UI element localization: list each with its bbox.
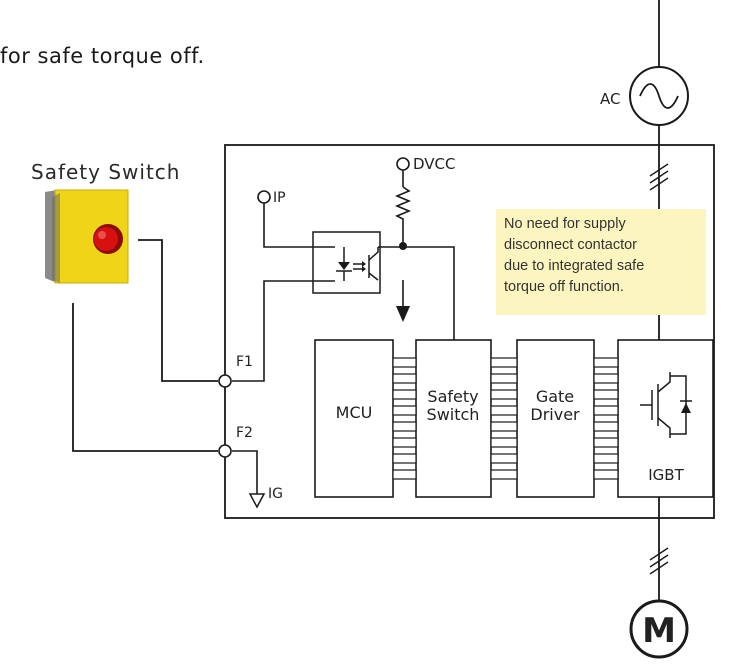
label-ac: AC	[600, 90, 620, 108]
bus-line	[490, 389, 518, 400]
bus-line	[392, 469, 417, 480]
optocoupler-icon	[312, 231, 381, 294]
ac-source-icon	[629, 66, 689, 126]
label-safety-switch-line2: Switch	[427, 405, 480, 424]
wire-ip	[263, 203, 335, 248]
ground-icon	[248, 493, 266, 509]
block-mcu	[314, 339, 394, 498]
block-gate-driver	[516, 339, 595, 498]
drive-enclosure	[224, 144, 715, 519]
note-line: torque off function.	[504, 279, 624, 295]
note-line: due to integrated safe	[504, 258, 645, 274]
bus-line	[490, 373, 518, 384]
igbt-icon	[640, 372, 692, 438]
bus-line	[392, 389, 417, 400]
terminal-ip	[257, 190, 271, 204]
junction-dot	[399, 242, 407, 250]
terminal-f1	[218, 374, 232, 388]
label-ip: IP	[273, 190, 286, 206]
terminal-f2	[218, 444, 232, 458]
bus-line	[490, 357, 518, 368]
label-gate-driver-line1: Gate	[536, 387, 574, 406]
bus-line	[392, 405, 417, 416]
bus-line	[392, 357, 417, 368]
wire-f2-to-ig	[232, 450, 258, 494]
label-igbt: IGBT	[648, 466, 684, 484]
bus-line	[593, 389, 619, 400]
bus-line	[490, 421, 518, 432]
wire-switch-to-f2	[72, 303, 218, 452]
bus-line	[593, 453, 619, 464]
note-line: No need for supply	[504, 216, 626, 232]
note-line: disconnect contactor	[504, 237, 637, 253]
label-safety-switch-line1: Safety	[427, 387, 478, 406]
block-safety-switch	[415, 339, 492, 498]
bus-line	[392, 373, 417, 384]
caption: for safe torque off.	[0, 44, 205, 68]
safety-switch-title: Safety Switch	[31, 160, 181, 184]
arrow-down-icon	[396, 306, 410, 322]
label-gate-driver-line2: Driver	[530, 405, 580, 424]
info-note: No need for supply disconnect contactor …	[496, 209, 706, 315]
bus-line	[593, 405, 619, 416]
label-mcu: MCU	[336, 403, 373, 422]
bus-line	[593, 469, 619, 480]
wire-collector	[378, 246, 455, 340]
bus-line	[392, 453, 417, 464]
bus-line	[392, 437, 417, 448]
wire-f1-to-optocoupler	[232, 280, 335, 382]
bus-line	[490, 469, 518, 480]
bus-line	[593, 421, 619, 432]
label-motor: M	[642, 611, 676, 651]
label-ig: IG	[268, 486, 283, 502]
wire-switch-to-f1	[138, 239, 218, 382]
terminal-dvcc	[396, 157, 410, 171]
emergency-button-icon	[94, 227, 118, 251]
bus-line	[593, 357, 619, 368]
bus-line	[490, 453, 518, 464]
bus-line	[490, 437, 518, 448]
label-f2: F2	[236, 425, 253, 441]
label-f1: F1	[236, 354, 253, 370]
bus-connectors	[392, 357, 619, 480]
bus-line	[392, 421, 417, 432]
bus-line	[490, 405, 518, 416]
block-igbt	[617, 339, 714, 498]
bus-line	[593, 373, 619, 384]
bus-line	[593, 437, 619, 448]
safety-switch-device[interactable]	[45, 189, 129, 284]
motor-icon	[629, 599, 689, 659]
resistor-icon	[394, 186, 412, 245]
label-dvcc: DVCC	[413, 155, 456, 173]
